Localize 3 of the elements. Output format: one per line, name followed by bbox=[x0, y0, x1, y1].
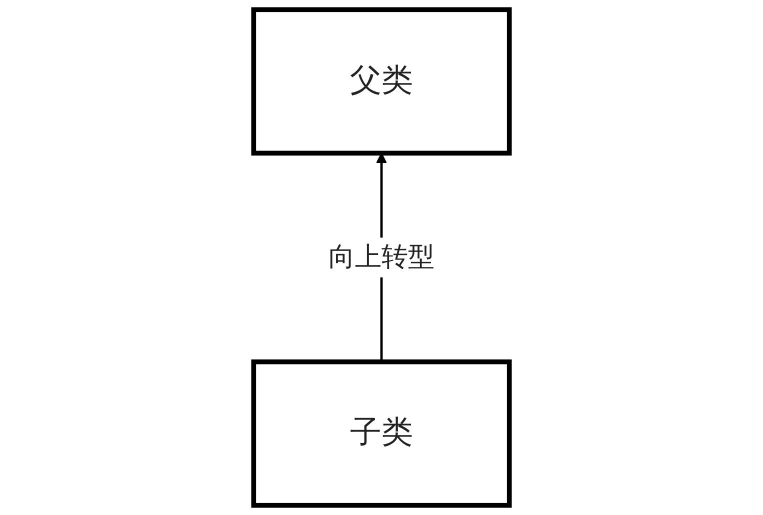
edge-label: 向上转型 bbox=[328, 242, 435, 273]
node-box: 子类 bbox=[251, 359, 512, 508]
node-box: 父类 bbox=[251, 7, 512, 156]
